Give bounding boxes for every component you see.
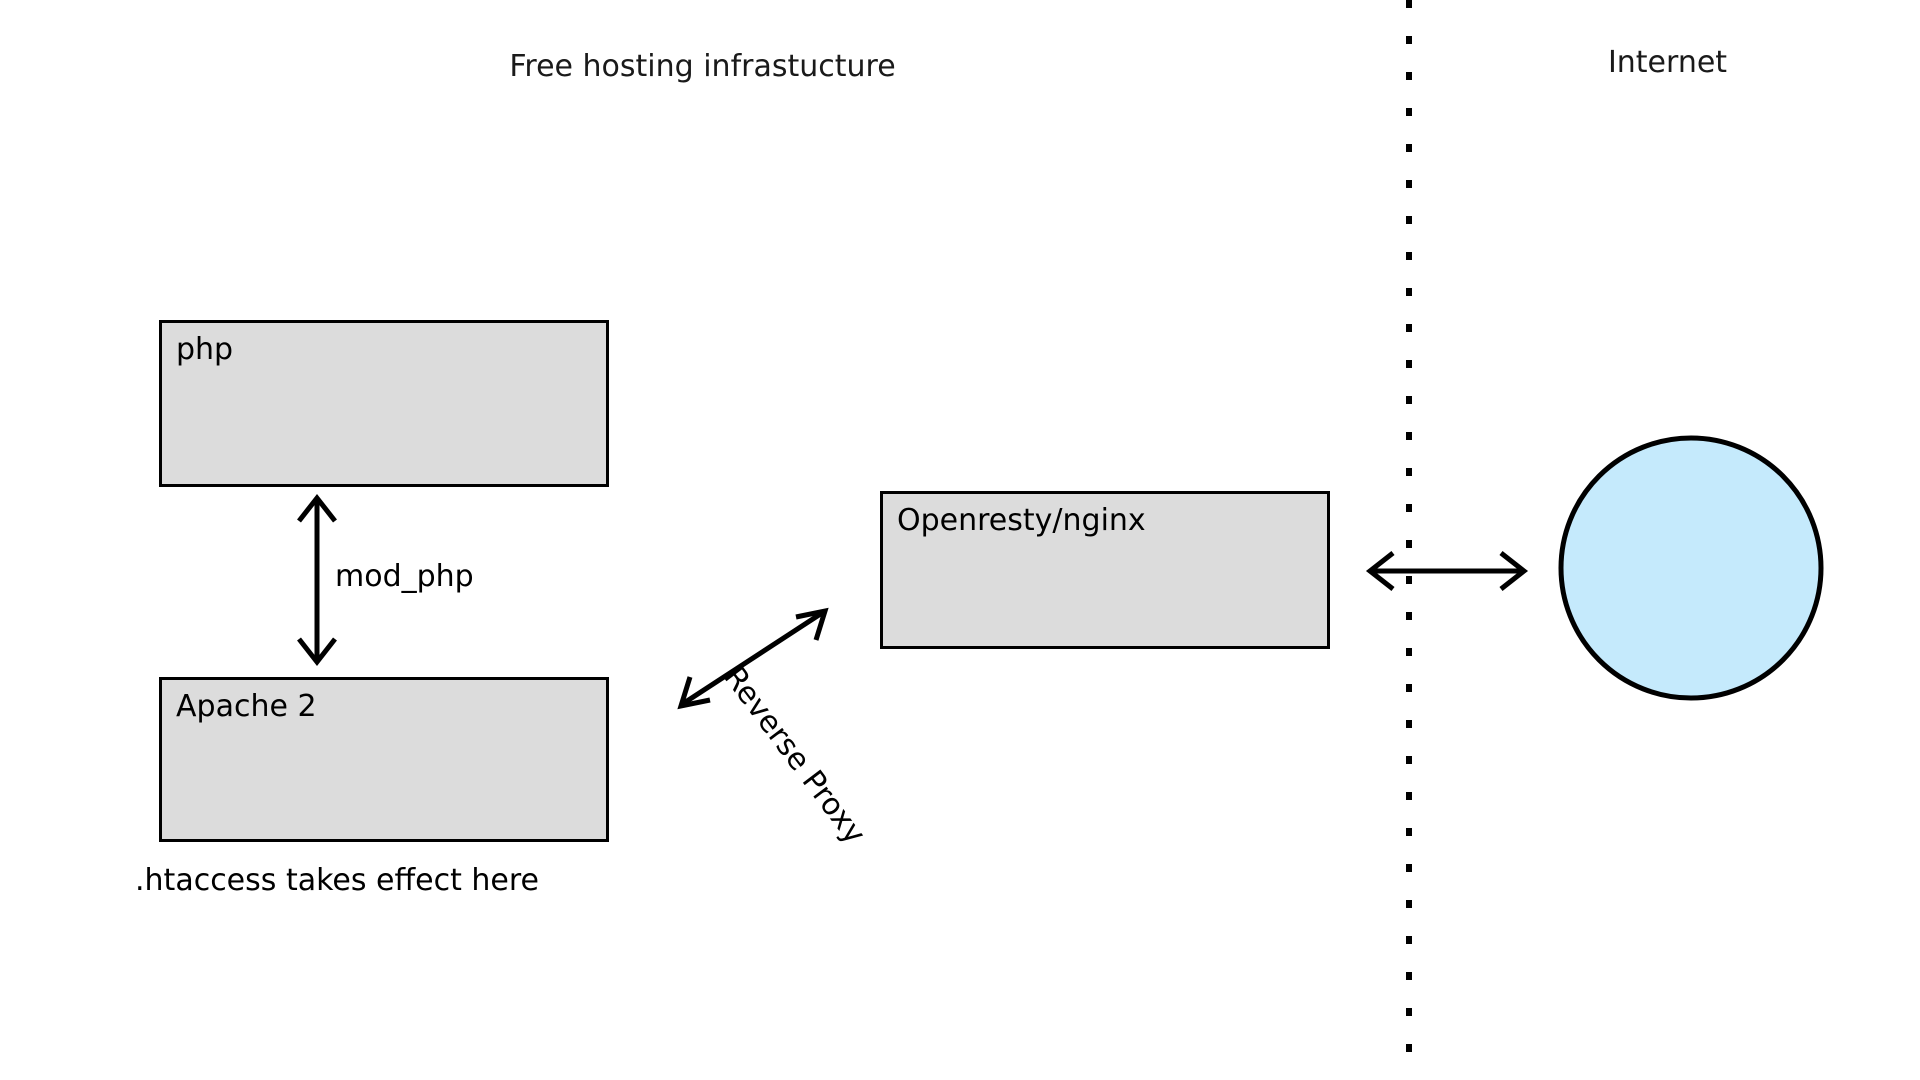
internet-cloud-circle: [1558, 435, 1824, 701]
node-box-apache[interactable]: Apache 2: [159, 677, 609, 842]
arrow-mod-php: [297, 493, 337, 667]
node-label-openresty: Openresty/nginx: [897, 503, 1146, 538]
section-title-internet: Internet: [1607, 45, 1728, 80]
edge-label-reverse-proxy: Reverse Proxy: [716, 660, 873, 851]
node-box-php[interactable]: php: [159, 320, 609, 487]
node-box-openresty[interactable]: Openresty/nginx: [880, 491, 1330, 649]
arrow-openresty-internet: [1365, 551, 1529, 591]
caption-htaccess-note: .htaccess takes effect here: [135, 863, 539, 898]
node-label-php: php: [176, 332, 234, 367]
edge-label-mod-php: mod_php: [335, 559, 474, 594]
section-title-hosting: Free hosting infrastucture: [509, 49, 896, 84]
node-label-apache: Apache 2: [176, 689, 317, 724]
